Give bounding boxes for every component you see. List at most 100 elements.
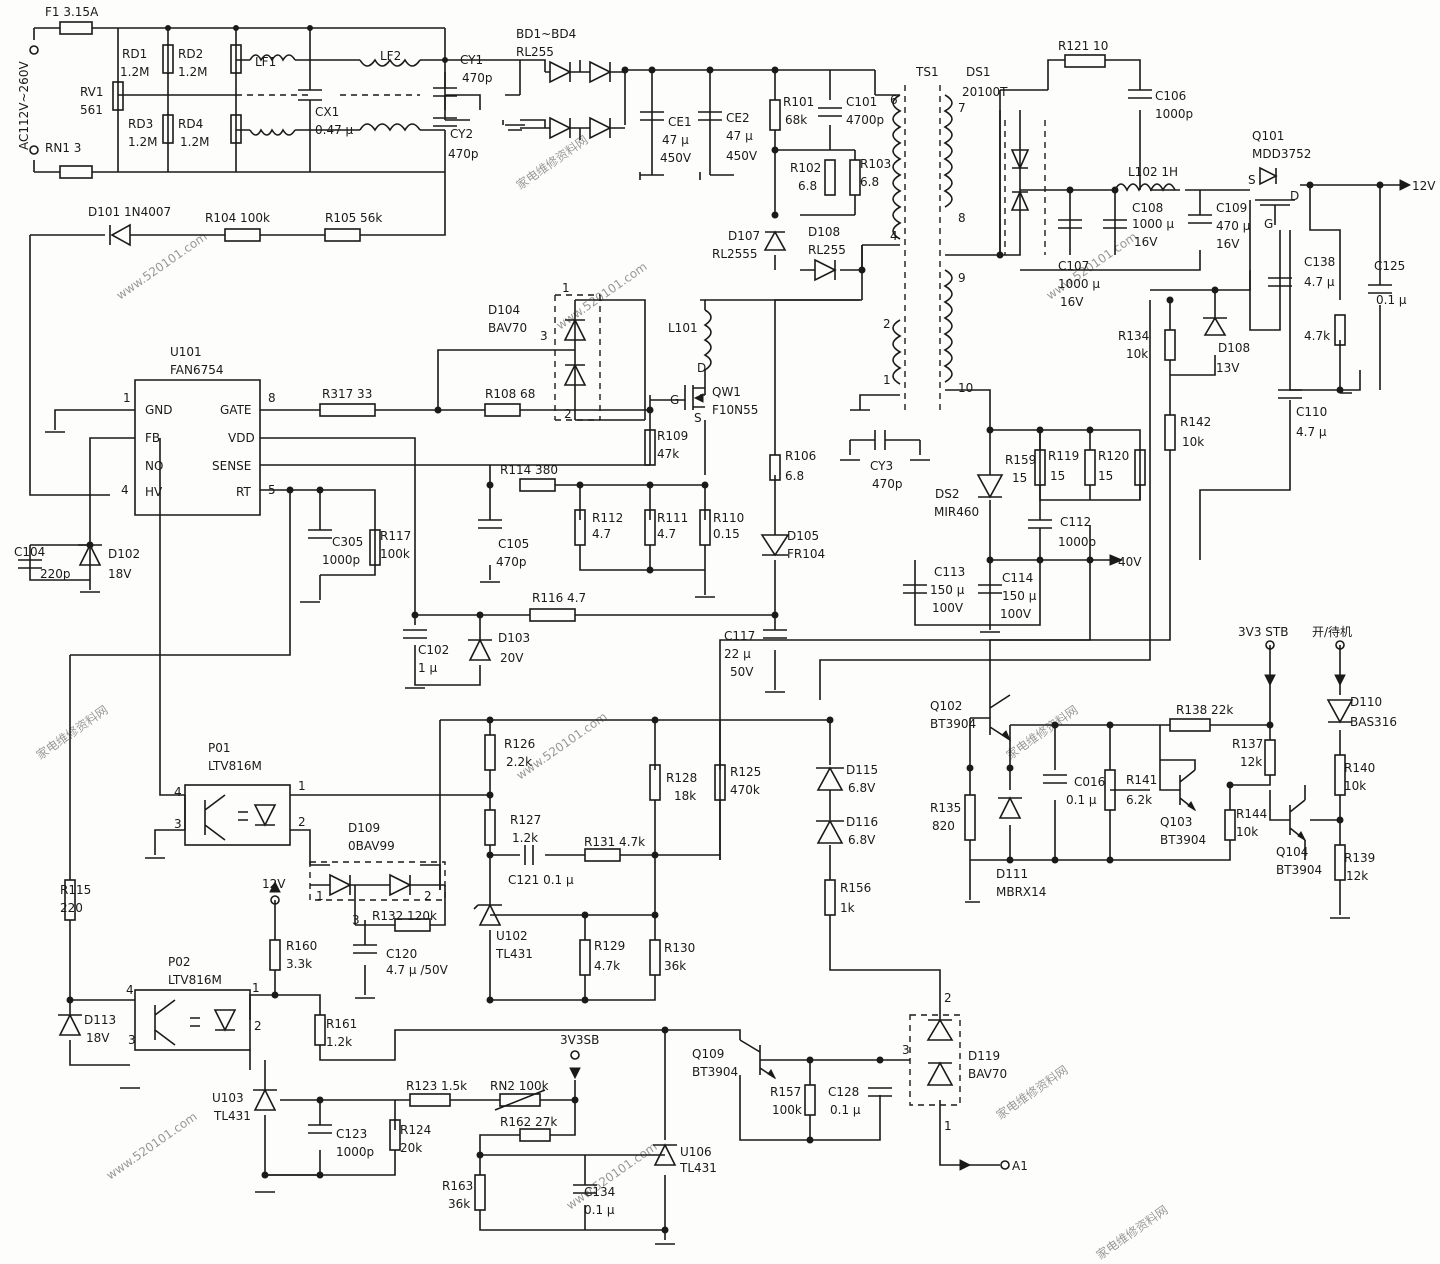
resistor-r126 <box>484 734 496 771</box>
label-rd1: RD1 <box>122 47 147 61</box>
capacitor-c104 <box>18 559 42 569</box>
label-r117v: 100k <box>380 547 410 561</box>
label-d108bv: 13V <box>1216 361 1240 375</box>
label-cy3v: 470p <box>872 477 903 491</box>
label-c117w: 50V <box>730 665 754 679</box>
resistor-r140 <box>1334 754 1346 796</box>
zener-d113 <box>58 1013 82 1036</box>
label-r130: R130 <box>664 941 695 955</box>
label-r104: R104 100k <box>205 211 270 225</box>
label-p2: 2 <box>883 317 891 331</box>
label-r163: R163 <box>442 1179 473 1193</box>
label-f1: F1 3.15A <box>45 5 99 19</box>
label-r129: R129 <box>594 939 625 953</box>
label-c121: C121 0.1 μ <box>508 873 574 887</box>
mosfet-q101 <box>1255 166 1295 225</box>
resistor-r117 <box>369 529 381 566</box>
label-pp4: 4 <box>174 785 182 799</box>
resistor-r141 <box>1104 769 1116 811</box>
label-f3: 3 <box>902 1043 910 1057</box>
label-u102v: TL431 <box>495 947 533 961</box>
label-s2: S <box>694 411 702 425</box>
label-r157v: 100k <box>772 1103 802 1117</box>
label-ce2: CE2 <box>726 111 750 125</box>
label-c120v: 4.7 μ /50V <box>386 963 449 977</box>
label-d110: D110 <box>1350 695 1382 709</box>
label-c109w: 16V <box>1216 237 1240 251</box>
resistor-r111 <box>644 509 656 546</box>
resistor-rd2 <box>230 44 242 74</box>
resistor-r132 <box>394 918 431 932</box>
label-r103v: 6.8 <box>860 175 879 189</box>
resistor-rd4 <box>230 114 242 144</box>
capacitor-c305 <box>308 529 332 539</box>
label-q101: Q101 <box>1252 129 1284 143</box>
label-d115: D115 <box>846 763 878 777</box>
label-c102: C102 <box>418 643 449 657</box>
label-r144: R144 <box>1236 807 1267 821</box>
label-r127: R127 <box>510 813 541 827</box>
label-v12b: 12V <box>262 877 286 891</box>
resistor-r134 <box>1164 329 1176 361</box>
label-c109: C109 <box>1216 201 1247 215</box>
capacitor-c123 <box>308 1124 332 1134</box>
label-qw1v: F10N55 <box>712 403 758 417</box>
resistor-r138 <box>1169 718 1211 732</box>
label-d113v: 18V <box>86 1031 110 1045</box>
label-c120: C120 <box>386 947 417 961</box>
label-p1: 1 <box>883 373 891 387</box>
label-c104: C104 <box>14 545 45 559</box>
label-r115v: 220 <box>60 901 83 915</box>
label-lf1: LF1 <box>255 55 276 69</box>
label-p4: 4 <box>890 229 898 243</box>
label-r47k: 4.7k <box>1304 329 1330 343</box>
label-r108: R108 68 <box>485 387 535 401</box>
label-pq2: 2 <box>254 1019 262 1033</box>
choke-lf1 <box>249 54 296 136</box>
label-c117v: 22 μ <box>724 647 751 661</box>
label-r161: R161 <box>326 1017 357 1031</box>
label-d111: D111 <box>996 867 1028 881</box>
transistor-q109 <box>665 1029 777 1080</box>
resistor-r121 <box>1064 54 1106 68</box>
capacitor-c125 <box>1368 284 1392 294</box>
label-d108a: D108 <box>808 225 840 239</box>
label-d105: D105 <box>787 529 819 543</box>
diode-d107 <box>763 230 787 251</box>
wires <box>29 27 1400 1240</box>
label-r144v: 10k <box>1236 825 1258 839</box>
label-u106v: TL431 <box>679 1161 717 1175</box>
label-c101: C101 <box>846 95 877 109</box>
component-symbols <box>18 21 1412 1245</box>
label-onstby: 开/待机 <box>1312 625 1352 639</box>
label-r128v: 18k <box>674 789 696 803</box>
zener-d116 <box>816 819 844 844</box>
label-d116v: 6.8V <box>848 833 876 847</box>
label-rv1: RV1 <box>80 85 104 99</box>
label-rd1v: 1.2M <box>120 65 149 79</box>
diode-d109 <box>310 873 445 897</box>
terminal-a1 <box>1000 1160 1010 1170</box>
label-c113: C113 <box>934 565 965 579</box>
capacitor-c107 <box>1058 219 1082 229</box>
resistor-r109 <box>644 429 656 466</box>
label-pin1: 1 <box>123 391 131 405</box>
label-c113v: 150 μ <box>930 583 965 597</box>
resistor-r160 <box>269 939 281 971</box>
capacitor-cy3 <box>849 430 921 455</box>
label-c128v: 0.1 μ <box>830 1103 861 1117</box>
label-p01: P01 <box>208 741 231 755</box>
label-rd4: RD4 <box>178 117 203 131</box>
label-c114v: 150 μ <box>1002 589 1037 603</box>
resistor-r129 <box>579 939 591 976</box>
label-d113: D113 <box>84 1013 116 1027</box>
resistor-r105 <box>324 228 361 242</box>
label-d110v: BAS316 <box>1350 715 1397 729</box>
watermark: 家电维修资料网 <box>33 702 110 762</box>
mosfet-qw1 <box>650 385 705 410</box>
label-p02v: LTV816M <box>168 973 222 987</box>
transistor-q103 <box>1160 759 1197 812</box>
label-d107: D107 <box>728 229 760 243</box>
resistor-r104 <box>224 228 261 242</box>
